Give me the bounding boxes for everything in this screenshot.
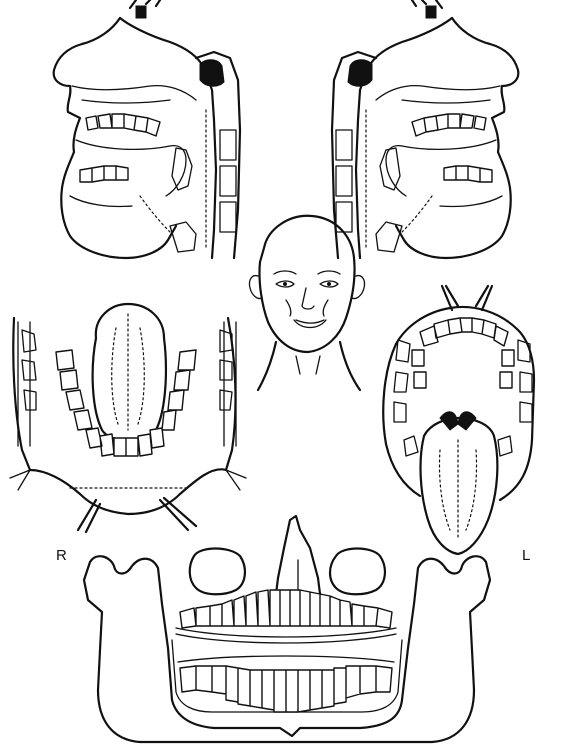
sagittal-section-right [332,0,518,258]
panoramic-jaw-view [84,516,490,742]
left-side-label: L [522,548,530,563]
face-illustration [249,216,364,390]
mandibular-arch-view [10,304,246,532]
maxillary-tongue-view [383,286,534,554]
sagittal-section-left [54,0,240,258]
right-side-label: R [56,548,67,563]
